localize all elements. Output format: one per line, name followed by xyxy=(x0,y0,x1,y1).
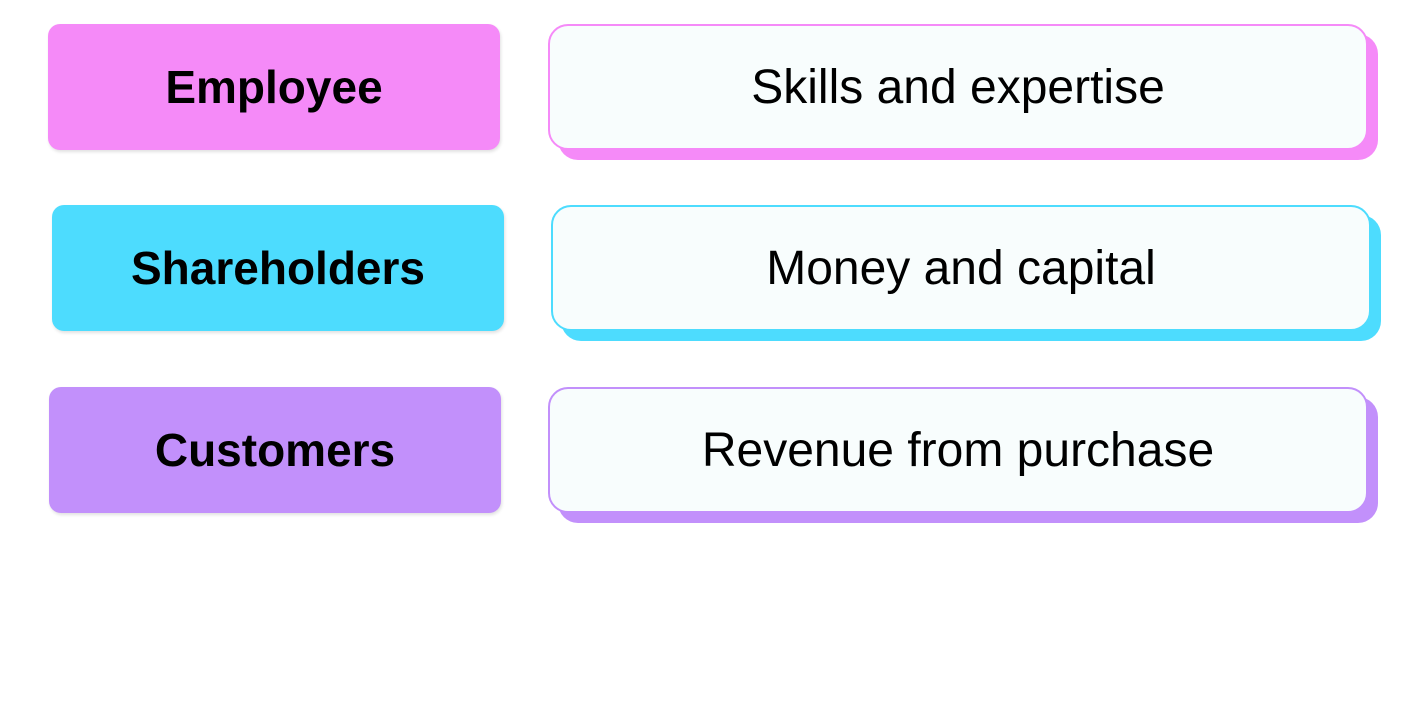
stakeholder-box-shareholders: Shareholders xyxy=(52,205,504,331)
contribution-label: Skills and expertise xyxy=(751,60,1165,114)
stakeholder-label: Employee xyxy=(165,61,383,113)
stakeholder-box-customers: Customers xyxy=(49,387,501,513)
contribution-box: Revenue from purchase xyxy=(548,387,1368,513)
contribution-box: Money and capital xyxy=(551,205,1371,331)
contribution-card-customers: Revenue from purchase xyxy=(548,387,1378,523)
stakeholder-label: Customers xyxy=(154,424,396,476)
contribution-label: Revenue from purchase xyxy=(701,423,1215,477)
stakeholder-label: Shareholders xyxy=(131,242,425,294)
stakeholder-box-employee: Employee xyxy=(48,24,500,150)
contribution-card-shareholders: Money and capital xyxy=(551,205,1381,341)
contribution-label: Money and capital xyxy=(766,241,1156,295)
contribution-box: Skills and expertise xyxy=(548,24,1368,150)
contribution-card-employee: Skills and expertise xyxy=(548,24,1378,160)
